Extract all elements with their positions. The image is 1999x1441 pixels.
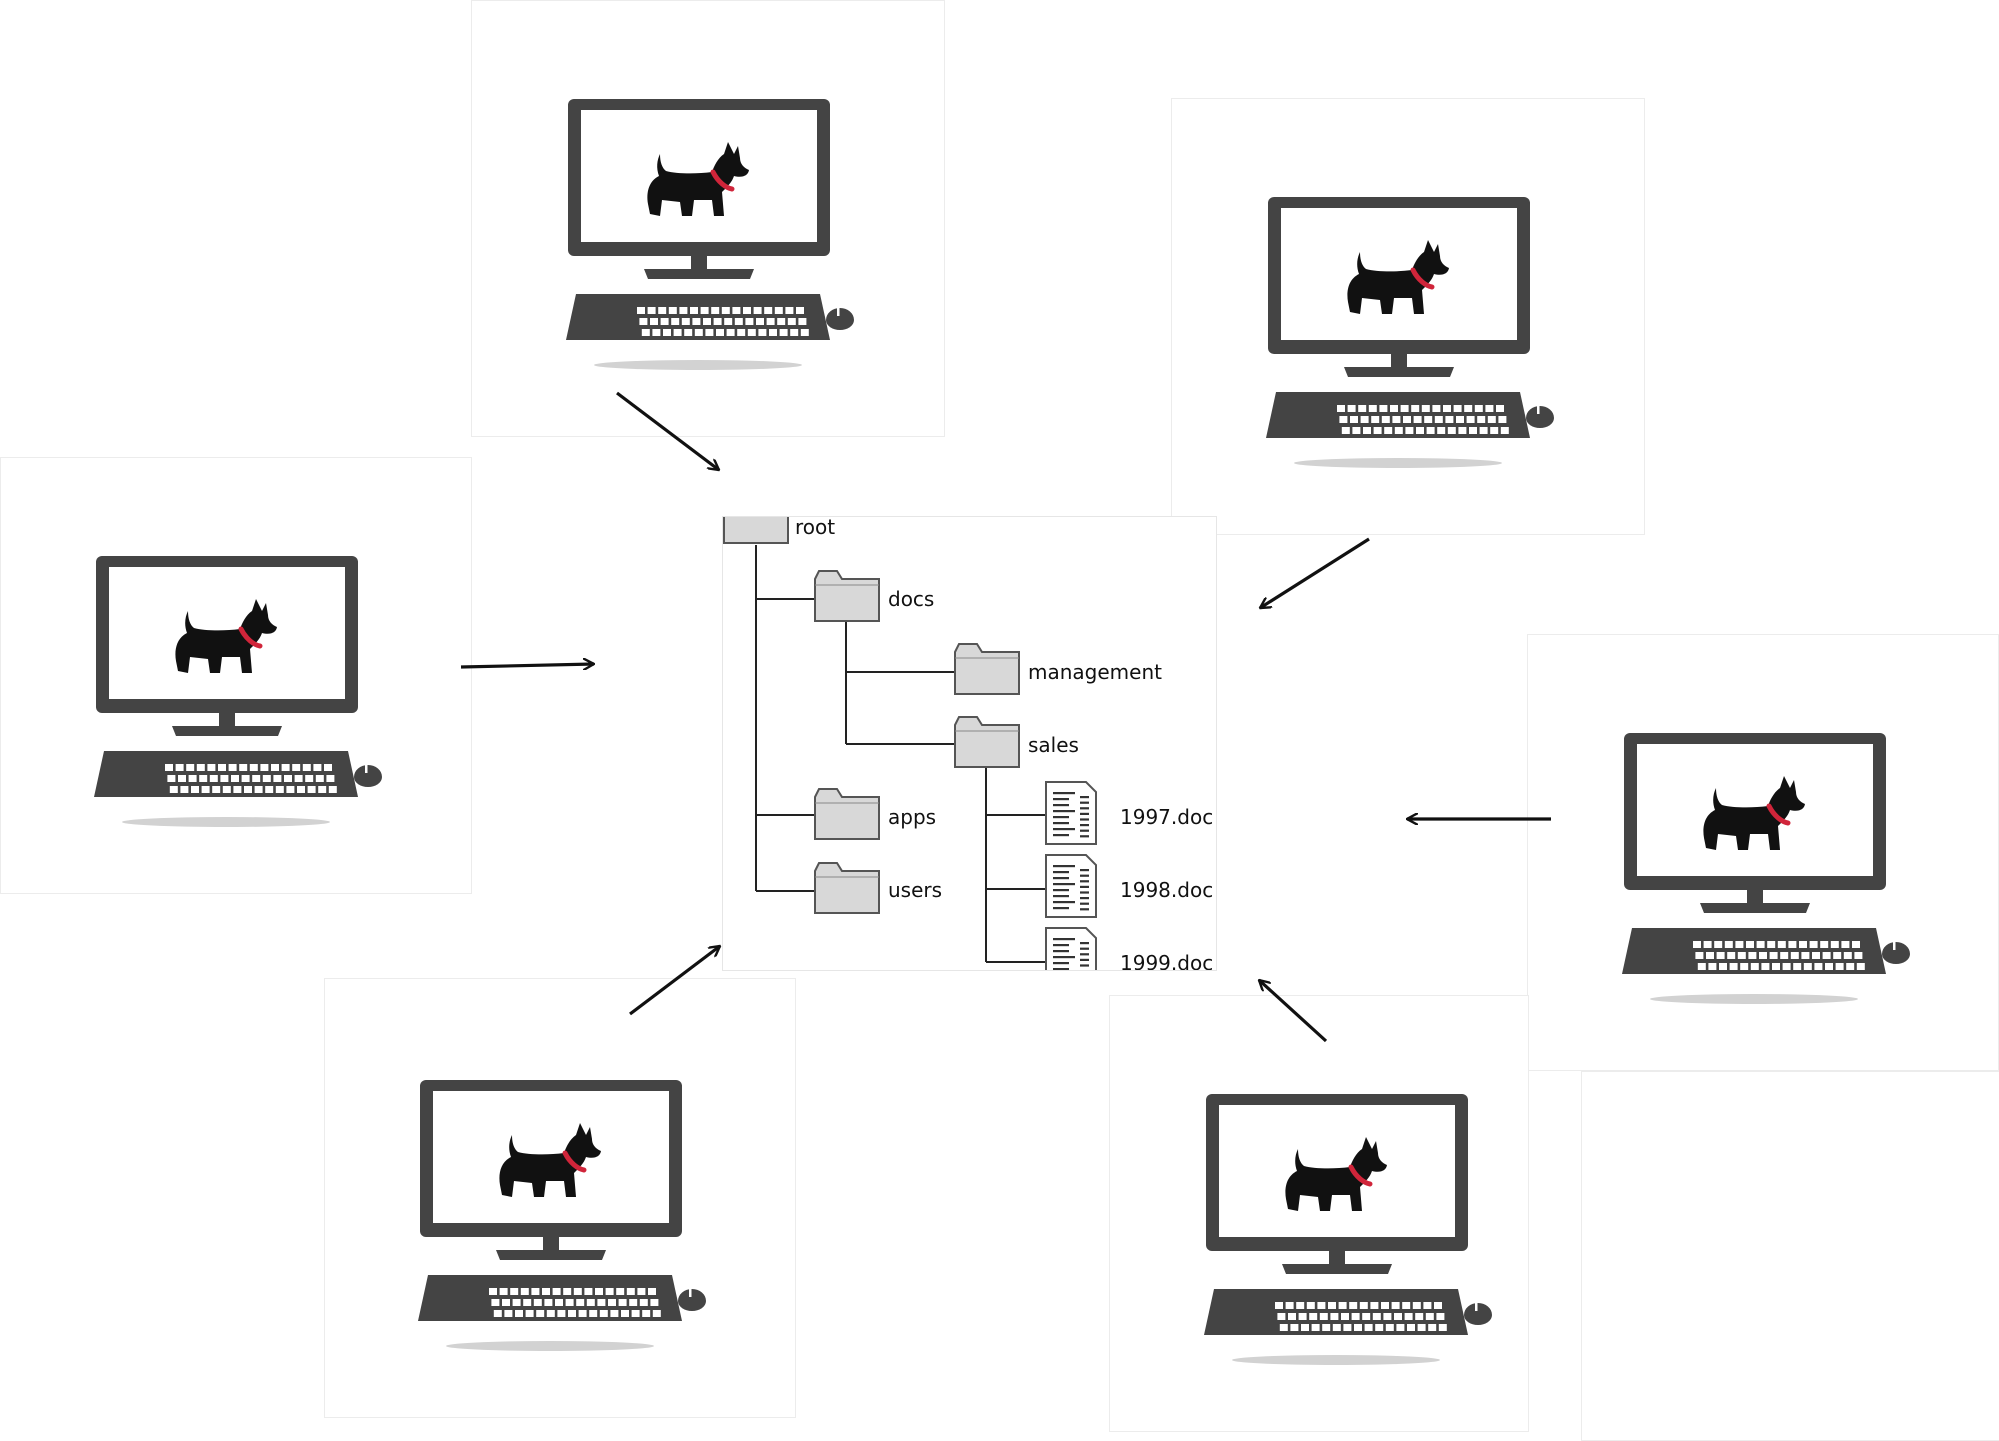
tree-label-1997: 1997.doc	[1120, 805, 1214, 829]
folder-users	[814, 862, 880, 914]
tree-label-root: root	[795, 516, 836, 539]
computer-top	[562, 96, 892, 386]
folder-root	[723, 517, 789, 544]
folder-apps	[814, 788, 880, 840]
panel-bottom-corner	[1581, 1071, 1999, 1441]
arrow-top-right	[1260, 537, 1370, 610]
tree-label-1998: 1998.doc	[1120, 878, 1214, 902]
computer-left	[90, 553, 420, 843]
tree-label-sales: sales	[1028, 733, 1079, 757]
folder-docs	[814, 570, 880, 622]
folder-sales	[954, 716, 1020, 768]
file-1999	[1045, 927, 1097, 970]
folder-management	[954, 643, 1020, 695]
computer-top-right	[1262, 194, 1592, 484]
file-tree: root docs management sales 1997.doc 1998…	[722, 516, 1217, 971]
computer-bottom-left	[414, 1077, 744, 1367]
file-1998	[1045, 854, 1097, 918]
file-tree-graphics	[723, 517, 1097, 970]
tree-label-users: users	[888, 878, 943, 902]
arrow-left	[460, 664, 594, 667]
tree-label-management: management	[1028, 660, 1162, 684]
tree-label-1999: 1999.doc	[1120, 951, 1214, 971]
tree-label-apps: apps	[888, 805, 937, 829]
file-1997	[1045, 781, 1097, 845]
computer-bottom-right	[1200, 1091, 1530, 1381]
computer-right	[1618, 730, 1948, 1020]
tree-label-docs: docs	[888, 587, 935, 611]
